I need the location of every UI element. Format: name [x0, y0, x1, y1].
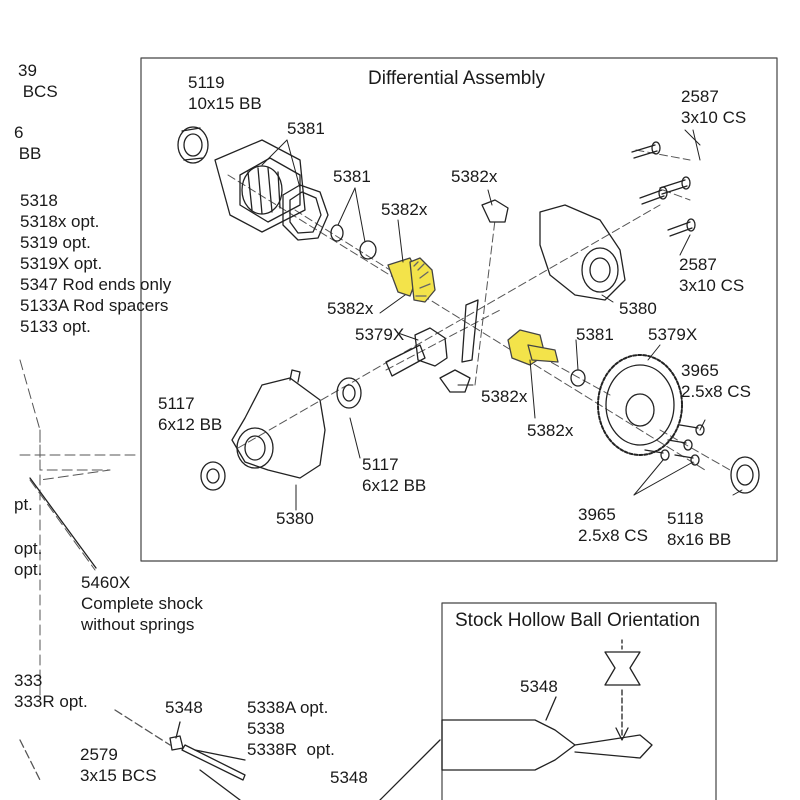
label-5382x-top: 5382x [451, 167, 498, 186]
screw-2587-icon [631, 141, 696, 237]
label-5348-a: 5348 [165, 698, 203, 717]
bearing-5117-mid-icon [336, 377, 362, 409]
label-5117-left: 5117 6x12 BB [158, 394, 223, 434]
spider-gear-bottom-icon [439, 369, 471, 393]
inset-frame [441, 602, 717, 800]
bearing-5119-icon [177, 126, 209, 164]
background-guide-lines [19, 359, 141, 701]
label-5380-right: 5380 [619, 299, 657, 318]
label-2587-top: 2587 3x10 CS [681, 87, 747, 127]
washer-icon [359, 240, 377, 260]
inset-title: Stock Hollow Ball Orientation [455, 610, 700, 631]
label-left-block: 5318 5318x opt. 5319 opt. 5319X opt. 534… [20, 191, 172, 336]
differential-assembly-frame [140, 57, 778, 562]
label-5460x: 5460X Complete shock without springs [81, 573, 203, 634]
bearing-5118-icon [730, 456, 760, 494]
label-5381-b: 5381 [333, 167, 371, 186]
washer-icon [330, 224, 344, 242]
label-5338: 5338A opt. 5338 5338R opt. [247, 698, 335, 759]
gasket-5381-icon [282, 184, 329, 241]
spider-gear-top-icon [481, 199, 509, 223]
washer-icon [570, 369, 586, 387]
assembly-lines [227, 149, 731, 471]
diagram-title: Differential Assembly [368, 68, 546, 89]
differential-case-icon [214, 139, 306, 233]
screw-3965-icon [644, 424, 705, 466]
label-5118: 5118 8x16 BB [667, 509, 732, 549]
label-fragment-opt1: pt. [14, 495, 33, 514]
label-5382x-low1: 5382x [481, 387, 528, 406]
label-5348-inset: 5348 [520, 677, 558, 696]
label-3965-bottom: 3965 2.5x8 CS [578, 505, 648, 545]
label-5381-a: 5381 [287, 119, 325, 138]
label-5119: 5119 10x15 BB [188, 73, 262, 113]
label-5117-mid: 5117 6x12 BB [362, 455, 427, 495]
label-2579: 2579 3x15 BCS [80, 745, 157, 785]
housing-5380-top-icon [539, 204, 626, 301]
label-fragment-opt2: opt. opt. [14, 539, 43, 579]
label-5382x-mid: 5382x [381, 200, 428, 219]
label-5348-b: 5348 [330, 768, 368, 787]
housing-5380-bottom-icon [231, 369, 326, 479]
hollow-ball-orientation-icon [441, 639, 653, 771]
label-2587-mid: 2587 3x10 CS [679, 255, 745, 295]
highlighted-output-gear-lower-icon [507, 329, 559, 366]
label-5382x-low2: 5382x [527, 421, 574, 440]
gear-5379x-left-icon [385, 327, 448, 377]
label-5382x-left: 5382x [327, 299, 374, 318]
label-5379x-left: 5379X [355, 325, 405, 344]
bearing-5117-left-icon [200, 461, 226, 491]
label-fragment-bcs: 39 BCS [18, 61, 58, 101]
label-fragment-333: 333 333R opt. [14, 671, 88, 711]
label-5379x-right: 5379X [648, 325, 698, 344]
lower-diag-line [379, 739, 441, 800]
label-5381-c: 5381 [576, 325, 614, 344]
callout-leaders [261, 129, 743, 511]
label-5380-bottom: 5380 [276, 509, 314, 528]
highlighted-output-gear-upper-icon [387, 257, 436, 303]
pin-icon [461, 299, 479, 363]
lower-guide-lines [19, 709, 171, 781]
label-3965-top: 3965 2.5x8 CS [681, 361, 751, 401]
linkage-5338-icon [169, 721, 246, 800]
label-fragment-bb: 6 BB [14, 123, 42, 163]
ring-gear-5379x-icon [597, 354, 683, 456]
